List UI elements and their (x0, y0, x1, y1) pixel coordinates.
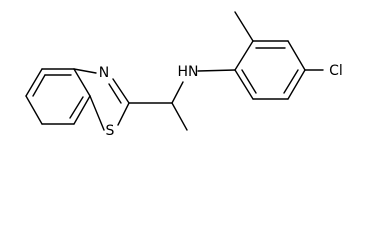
bond (287, 69, 306, 100)
bond (73, 95, 91, 125)
double-bond-inner (283, 69, 299, 94)
bond (73, 68, 91, 97)
double-bond-inner (108, 83, 122, 104)
bond (234, 69, 254, 100)
nitrogen-atom-label: N (99, 65, 109, 81)
bond (89, 95, 105, 131)
molecule-structure: N S HN Cl (25, 11, 343, 139)
bond (287, 40, 306, 71)
bond (25, 68, 43, 97)
thiazole-ring (73, 68, 130, 131)
bond (25, 95, 43, 125)
bond (117, 102, 130, 126)
sulfur-atom-label: S (106, 123, 115, 139)
bond (234, 40, 254, 71)
double-bond-inner (69, 96, 84, 119)
bond (197, 69, 236, 72)
methyl-bond (234, 11, 254, 42)
bond (73, 68, 97, 74)
bond (112, 78, 130, 104)
double-bond-inner (32, 74, 46, 97)
chlorine-atom-label: Cl (329, 63, 343, 79)
amine-atom-label: HN (178, 64, 199, 80)
bond (171, 81, 184, 104)
benzo-ring (25, 68, 91, 125)
side-chain (128, 69, 236, 131)
methyl-bond (171, 102, 188, 131)
double-bond-inner (241, 69, 257, 94)
aryl-ring (234, 11, 324, 100)
